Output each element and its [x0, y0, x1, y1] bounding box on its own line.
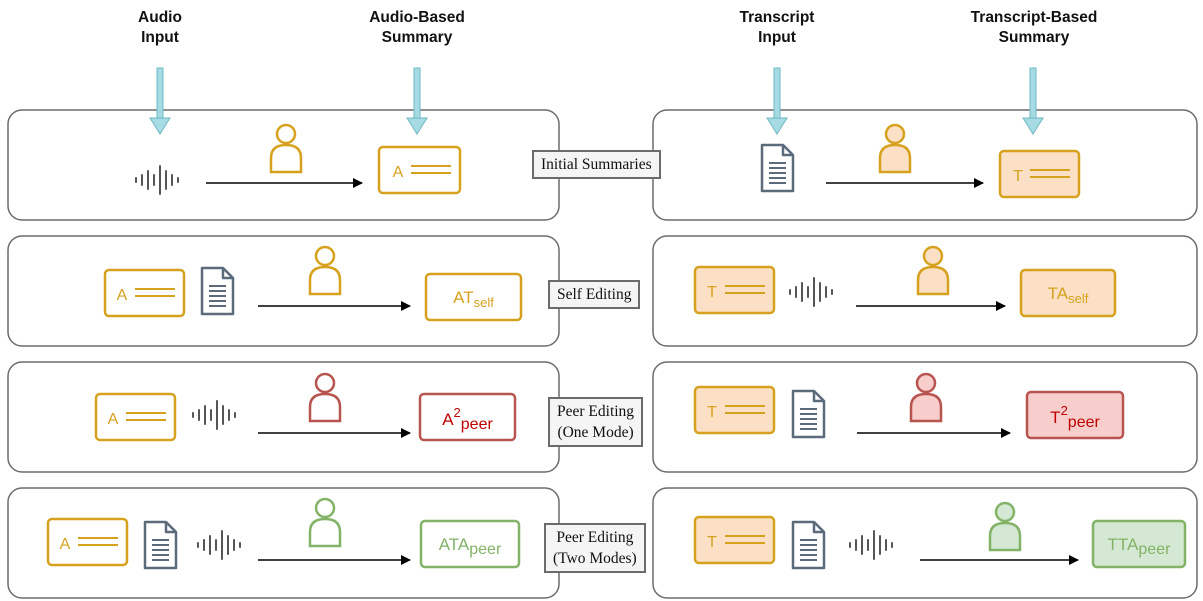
document-icon — [200, 266, 235, 316]
stage-label-initial-summaries: Initial Summaries — [532, 150, 661, 179]
person-icon — [988, 501, 1022, 552]
stage-label-line: Self Editing — [557, 286, 632, 303]
audio-summary-card: A — [94, 392, 177, 442]
document-icon — [791, 520, 826, 570]
a2-peer-output-card: A2peer — [418, 392, 517, 442]
stage-label-line: Peer Editing — [557, 403, 635, 420]
document-icon — [791, 389, 826, 439]
output-label: ATself — [453, 288, 494, 310]
at-self-output-card: ATself — [424, 272, 523, 322]
card-letter: A — [117, 287, 128, 304]
card-letter: T — [707, 404, 717, 421]
audio-summary-card: A — [46, 517, 129, 567]
header-line: Input — [141, 29, 179, 46]
card-letter: T — [707, 284, 717, 301]
header-line: Transcript-Based — [970, 9, 1098, 26]
stage-label-line: (Two Modes) — [553, 550, 637, 567]
stage-label-peer-editing-one-mode: Peer Editing (One Mode) — [548, 397, 644, 447]
stage-label-line: (One Mode) — [557, 424, 634, 441]
stage-label-peer-editing-two-modes: Peer Editing (Two Modes) — [544, 523, 646, 573]
person-icon — [878, 123, 912, 174]
transcript-summary-card: T — [693, 265, 776, 315]
stage-label-line: Initial Summaries — [541, 156, 652, 173]
header-line: Input — [758, 29, 796, 46]
output-label: TTApeer — [1108, 535, 1172, 558]
header-line: Audio — [138, 9, 182, 26]
stage-label-self-editing: Self Editing — [548, 280, 641, 309]
tta-peer-output-card: TTApeer — [1091, 519, 1187, 569]
audio-summary-card: A — [103, 268, 186, 318]
card-letter: A — [60, 536, 71, 553]
ata-peer-output-card: ATApeer — [419, 519, 521, 569]
audio-summary-card: A — [377, 145, 462, 195]
card-letter: T — [707, 534, 717, 551]
transcript-summary-card: T — [693, 385, 776, 435]
person-icon — [909, 372, 943, 423]
header-transcript-input: Transcript Input — [718, 8, 836, 48]
card-letter: A — [393, 164, 404, 181]
header-transcript-based-summary: Transcript-Based Summary — [950, 8, 1118, 48]
stage-label-line: Peer Editing — [556, 529, 634, 546]
transcript-summary-card: T — [693, 515, 776, 565]
header-line: Audio-Based — [369, 9, 465, 26]
document-icon — [760, 143, 795, 193]
header-line: Summary — [998, 29, 1070, 46]
header-line: Summary — [381, 29, 453, 46]
document-icon — [143, 520, 178, 570]
row-initial-transcript — [652, 109, 1198, 221]
t2-peer-output-card: T2peer — [1025, 390, 1125, 440]
output-label: TAself — [1048, 284, 1089, 306]
header-line: Transcript — [739, 9, 815, 26]
transcript-summary-card: T — [998, 149, 1081, 199]
card-letter: A — [108, 411, 119, 428]
header-audio-based-summary: Audio-Based Summary — [350, 8, 484, 48]
person-icon — [916, 245, 950, 296]
row-peer-two-transcript — [652, 487, 1198, 599]
card-letter: T — [1013, 168, 1023, 185]
person-icon — [308, 497, 342, 548]
person-icon — [269, 123, 303, 174]
output-label: A2peer — [442, 405, 493, 433]
person-icon — [308, 372, 342, 423]
ta-self-output-card: TAself — [1019, 268, 1117, 318]
person-icon — [308, 245, 342, 296]
header-audio-input: Audio Input — [115, 8, 205, 48]
output-label: T2peer — [1050, 403, 1100, 431]
output-label: ATApeer — [439, 535, 502, 558]
